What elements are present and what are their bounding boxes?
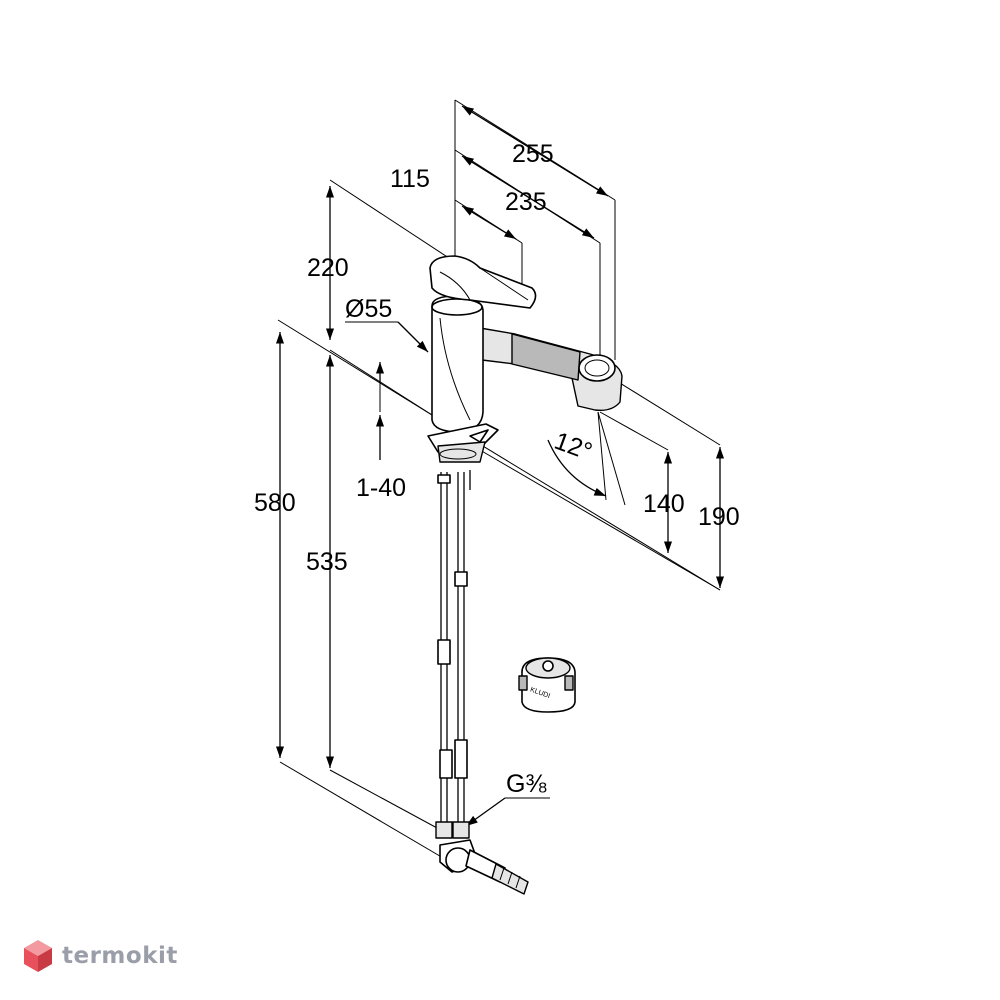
lever-handle — [429, 255, 537, 309]
spout-sleeve — [511, 333, 581, 381]
dim-angle-12: 12° — [551, 427, 596, 466]
faucet — [427, 255, 623, 463]
dim-580: 580 — [254, 489, 296, 517]
dim-255: 255 — [512, 140, 554, 168]
watermark-text: termokit — [62, 943, 178, 969]
faucet-body — [431, 295, 484, 433]
dim-535: 535 — [306, 548, 348, 576]
dim-diameter-55: Ø55 — [345, 295, 392, 323]
termokit-watermark: termokit — [22, 936, 178, 976]
dim-1-40: 1-40 — [356, 474, 406, 502]
dim-220: 220 — [307, 254, 349, 282]
thread-g-3-8: G⅜ — [506, 770, 546, 798]
cartridge: KLUDI — [518, 657, 576, 713]
aerator — [578, 354, 616, 382]
dim-235: 235 — [505, 188, 547, 216]
dimension-lines — [275, 99, 725, 863]
dim-190: 190 — [698, 503, 740, 531]
dim-115: 115 — [390, 165, 430, 193]
dim-140: 140 — [643, 490, 685, 518]
cube-logo-icon — [24, 940, 52, 972]
dimension-labels: 255 235 115 220 Ø55 580 535 1-40 12° 140… — [254, 140, 740, 798]
supply-hoses — [435, 470, 529, 895]
